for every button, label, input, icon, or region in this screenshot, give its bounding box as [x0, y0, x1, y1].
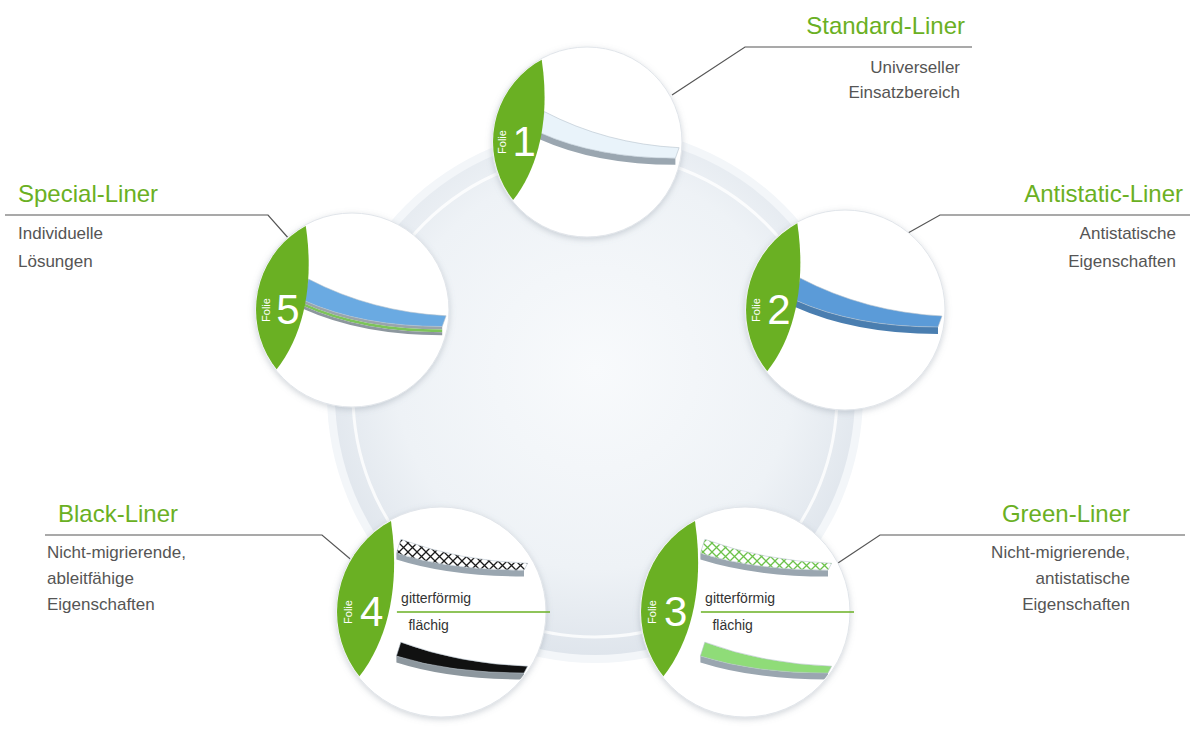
liner-circle: Black-LinerNicht-migrierende, ableitfähi… [336, 507, 546, 717]
liner-description: Nicht-migrierende, antistatische Eigensc… [955, 540, 1130, 618]
film-surface [304, 279, 447, 327]
liner-heading: Antistatic-Liner [903, 179, 1183, 209]
film-surface [396, 642, 527, 673]
liner-description: Antistatische Eigenschaften [1036, 220, 1176, 276]
divider-line [701, 611, 854, 613]
liner-description: Individuelle Lösungen [18, 220, 158, 276]
folie-label: Folie [497, 130, 508, 154]
liner-description: Universeller Einsatzbereich [820, 55, 960, 105]
folie-number: 4 [360, 591, 383, 633]
liner-heading: Special-Liner [18, 179, 298, 209]
film-surface [396, 539, 527, 570]
liner-circle: Special-LinerIndividuelle LösungenFolie5 [255, 213, 449, 407]
folie-number: 5 [276, 289, 299, 331]
green-tab [255, 213, 309, 383]
liner-circle: Standard-LinerUniverseller Einsatzbereic… [492, 47, 682, 237]
liner-circle: Antistatic-LinerAntistatische Eigenschaf… [745, 210, 945, 410]
liner-circle: Green-LinerNicht-migrierende, antistatis… [640, 507, 850, 717]
folie-number: 1 [513, 121, 536, 163]
liner-heading: Standard-Liner [685, 11, 965, 41]
circle-outline [255, 213, 449, 407]
folie-label: Folie [260, 298, 271, 322]
variant-label: flächig [712, 616, 752, 634]
liner-heading: Green-Liner [850, 499, 1130, 529]
folie-label: Folie [342, 600, 353, 624]
folie-label: Folie [751, 298, 762, 322]
liner-heading: Black-Liner [58, 499, 338, 529]
green-tab [640, 507, 698, 691]
divider-line [397, 611, 550, 613]
folie-label: Folie [646, 600, 657, 624]
film-surface [795, 278, 942, 327]
folie-number: 3 [664, 591, 687, 633]
variant-label: gitterförmig [705, 589, 775, 607]
liner-description: Nicht-migrierende, ableitfähige Eigensch… [47, 540, 222, 618]
variant-label: flächig [408, 616, 448, 634]
green-tab [336, 507, 394, 691]
green-tab [492, 47, 545, 213]
film-surface [700, 539, 831, 570]
circle-outline [492, 47, 682, 237]
film-surface [700, 642, 831, 673]
film-surface [540, 112, 680, 159]
variant-label: gitterförmig [401, 589, 471, 607]
folie-number: 2 [767, 289, 790, 331]
circle-outline [745, 210, 945, 410]
green-tab [745, 210, 800, 385]
